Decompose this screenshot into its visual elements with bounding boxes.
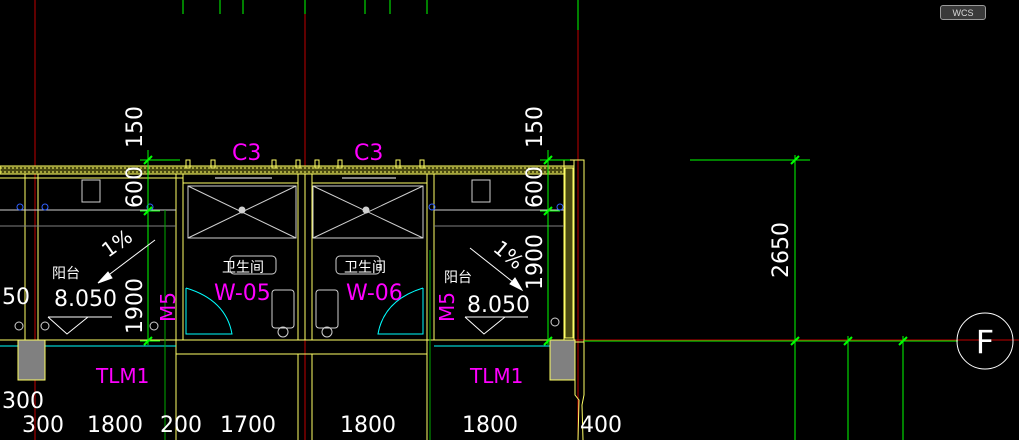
lower-walls	[175, 342, 585, 440]
axis-f-label: F	[976, 323, 994, 361]
elev-left-label: 8.050	[54, 287, 117, 312]
dim-300-a: 300	[2, 389, 44, 414]
tlm1-right-label: TLM1	[469, 364, 523, 388]
w05-label: W-05	[214, 281, 271, 306]
horizontal-dim-texts: 50 300 300 1800 200 1700 1800 1800 400	[2, 285, 622, 438]
balcony-right-label: 阳台	[444, 270, 472, 286]
dim-far-2650: 2650	[769, 222, 794, 278]
dim-left-cut: 50	[2, 285, 30, 310]
slope-arrows	[47, 239, 528, 335]
top-dimension-lines	[182, 0, 579, 30]
bath-right-label: 卫生间	[344, 260, 386, 276]
axis-bubble-f: F	[955, 312, 1014, 370]
m5-left-label: M5	[156, 292, 180, 322]
dim-left-600: 600	[123, 166, 148, 208]
c3-left-label: C3	[232, 141, 261, 166]
dim-300-b: 300	[22, 413, 64, 438]
dim-1800-c: 1800	[462, 413, 518, 438]
elev-right-label: 8.050	[467, 293, 530, 318]
shower-left	[187, 185, 297, 239]
tlm1-left-label: TLM1	[95, 364, 149, 388]
pipe-circles	[14, 317, 560, 331]
dim-1800-b: 1800	[340, 413, 396, 438]
vertical-dim-texts: 150 600 1900 150 600 1900 2650	[123, 106, 794, 334]
balcony-left-label: 阳台	[52, 266, 80, 282]
dim-left-1900: 1900	[123, 278, 148, 334]
fixtures	[0, 179, 564, 338]
dim-1800-a: 1800	[87, 413, 143, 438]
exterior-wall	[0, 159, 585, 343]
dim-400: 400	[580, 413, 622, 438]
dimension-lines	[140, 150, 955, 440]
m5-right-label: M5	[435, 292, 459, 322]
dim-right-150: 150	[523, 106, 548, 148]
columns	[17, 339, 576, 381]
dim-right-600: 600	[523, 166, 548, 208]
drain-circles	[16, 203, 564, 211]
interior-walls	[0, 173, 564, 355]
dim-200: 200	[160, 413, 202, 438]
dim-1700: 1700	[220, 413, 276, 438]
wcs-button[interactable]: WCS	[940, 5, 986, 20]
w06-label: W-06	[346, 281, 403, 306]
c3-right-label: C3	[354, 141, 383, 166]
bath-left-label: 卫生间	[222, 260, 264, 276]
shower-right	[312, 185, 424, 239]
dim-right-1900: 1900	[523, 234, 548, 290]
window-c3-marks	[185, 159, 425, 179]
dim-left-150: 150	[123, 106, 148, 148]
door-swings	[0, 287, 550, 347]
slope-left-label: 1%	[97, 224, 137, 262]
